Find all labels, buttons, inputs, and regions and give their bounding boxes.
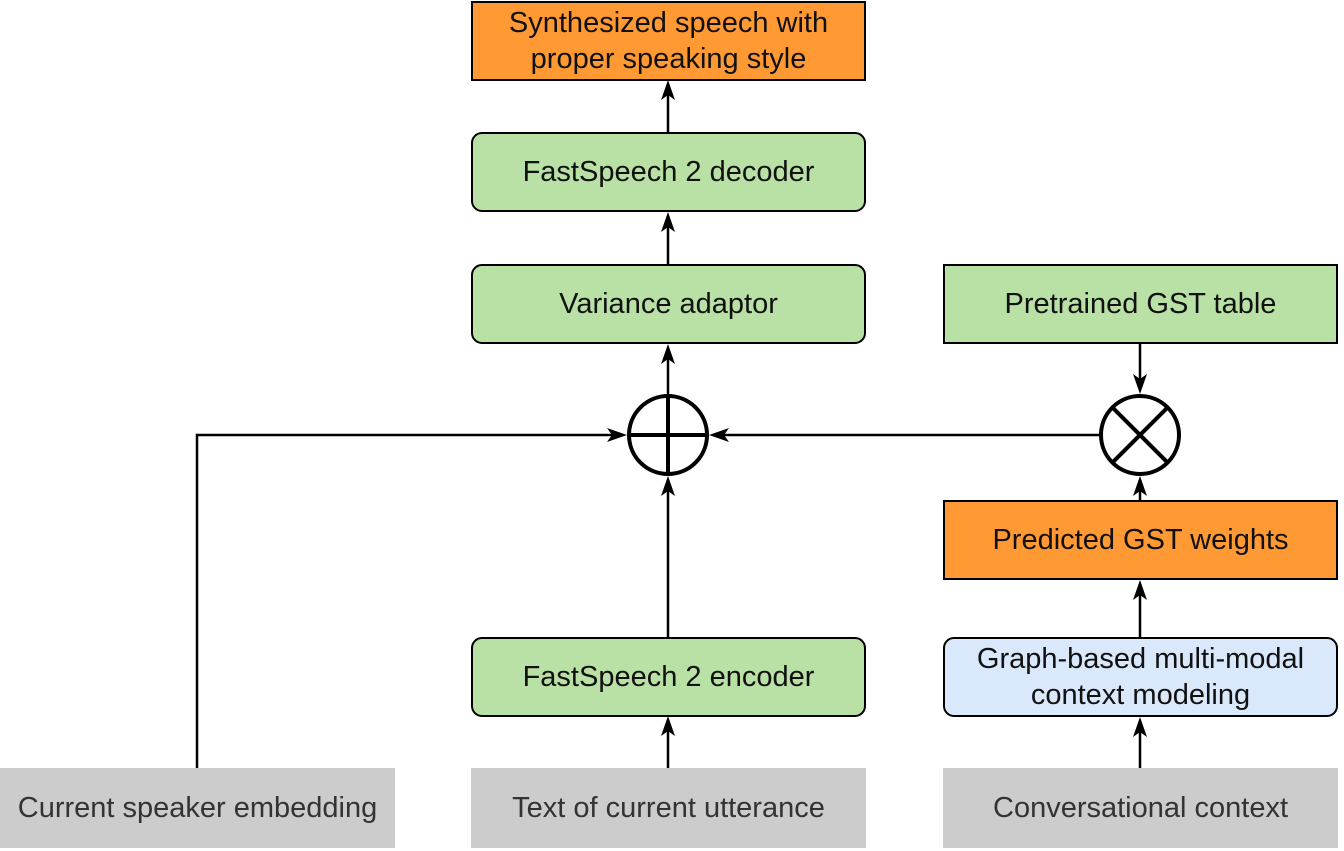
decoder-label: FastSpeech 2 decoder: [522, 156, 815, 188]
speaker-embedding-label: Current speaker embedding: [17, 792, 378, 824]
context-model-label: Graph-based multi-modal context modeling: [976, 643, 1305, 711]
arrowhead-context: [1133, 717, 1147, 737]
arrowhead-decoder: [661, 212, 675, 232]
text-input-label: Text of current utterance: [512, 792, 825, 824]
text-input-box: Text of current utterance: [471, 768, 866, 848]
arrowhead-multiply-top: [1133, 374, 1147, 394]
conversational-context-label: Conversational context: [993, 792, 1288, 824]
gst-weights-box: Predicted GST weights: [943, 500, 1338, 580]
arrowhead-output: [661, 80, 675, 100]
gst-table-label: Pretrained GST table: [1004, 288, 1277, 320]
plus-circle-icon: [627, 394, 709, 476]
output-speech-label: Synthesized speech with proper speaking …: [508, 7, 829, 75]
arrowhead-add-bottom: [661, 476, 675, 496]
variance-adaptor-box: Variance adaptor: [471, 264, 866, 344]
encoder-label: FastSpeech 2 encoder: [522, 661, 815, 693]
speaker-embedding-box: Current speaker embedding: [0, 768, 395, 848]
arrowhead-weights: [1133, 580, 1147, 600]
output-speech-box: Synthesized speech with proper speaking …: [471, 1, 866, 81]
gst-table-box: Pretrained GST table: [943, 264, 1338, 344]
encoder-box: FastSpeech 2 encoder: [471, 637, 866, 717]
arrowhead-adaptor: [661, 344, 675, 364]
arrowhead-encoder: [661, 716, 675, 736]
variance-adaptor-label: Variance adaptor: [559, 288, 778, 320]
decoder-box: FastSpeech 2 decoder: [471, 132, 866, 212]
conversational-context-box: Conversational context: [943, 768, 1338, 848]
gst-weights-label: Predicted GST weights: [992, 524, 1289, 556]
arrow-speaker-to-add: [195, 433, 617, 768]
arrowhead-add-right: [709, 428, 729, 442]
times-circle-icon: [1099, 394, 1181, 476]
context-model-box: Graph-based multi-modal context modeling: [943, 637, 1338, 717]
arrowhead-add-left: [607, 428, 627, 442]
arrowhead-multiply-bottom: [1133, 476, 1147, 496]
